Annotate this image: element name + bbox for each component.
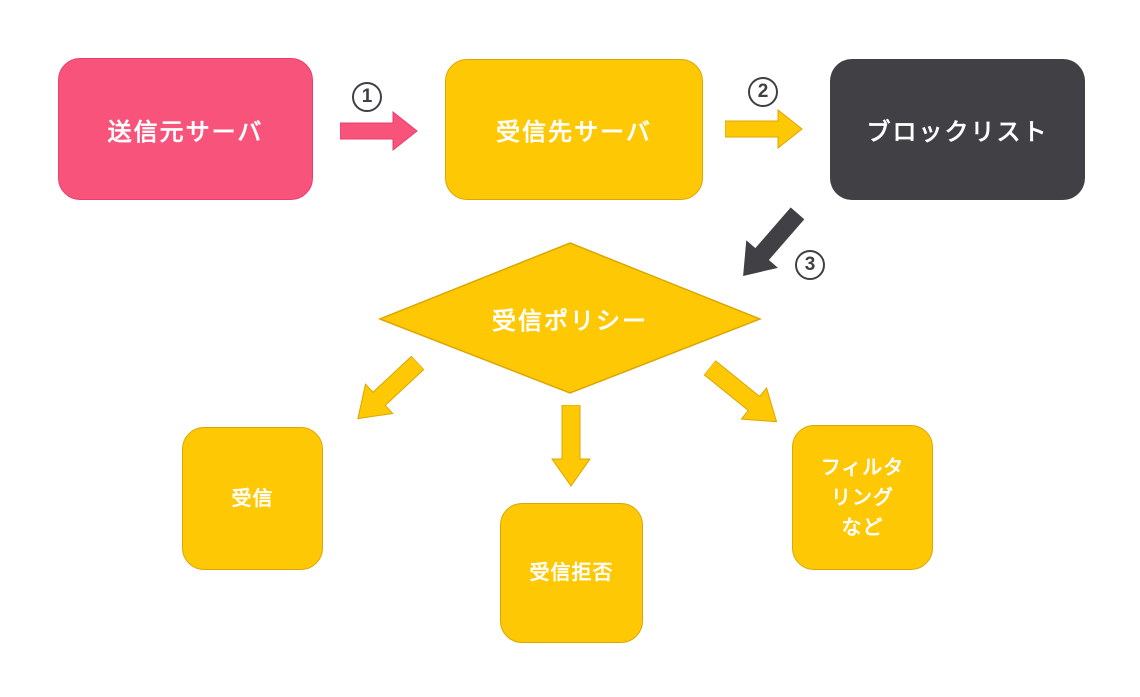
- node-reception-policy: 受信ポリシー: [377, 241, 763, 395]
- arrow-to-filtering-icon: [703, 359, 778, 423]
- step-2-badge: 2: [748, 77, 778, 107]
- node-accept-label: 受信: [231, 487, 274, 510]
- node-source-server: 送信元サーバ: [58, 58, 313, 200]
- node-destination-server-label: 受信先サーバ: [496, 119, 652, 146]
- node-accept: 受信: [182, 427, 323, 570]
- node-destination-server: 受信先サーバ: [445, 59, 703, 200]
- arrow-to-reject-icon: [551, 405, 591, 487]
- step-1-number: 1: [361, 86, 373, 107]
- node-blocklist: ブロックリスト: [830, 59, 1085, 200]
- arrow-to-accept-icon: [357, 355, 425, 420]
- node-reject-label: 受信拒否: [529, 562, 614, 584]
- node-filtering: フィルタ リング など: [792, 425, 933, 570]
- arrow-step2-icon: [725, 109, 803, 149]
- step-2-number: 2: [757, 81, 769, 102]
- step-3-number: 3: [804, 254, 816, 275]
- step-3-badge: 3: [795, 250, 825, 280]
- node-reception-policy-label: 受信ポリシー: [492, 307, 648, 335]
- node-reject: 受信拒否: [500, 503, 643, 643]
- arrow-step1-icon: [340, 111, 418, 151]
- decision-diamond-shape: [377, 242, 763, 394]
- step-1-badge: 1: [352, 82, 382, 112]
- node-filtering-label: フィルタ リング など: [820, 456, 905, 539]
- node-source-server-label: 送信元サーバ: [107, 118, 264, 146]
- arrow-step3-icon: [743, 207, 805, 276]
- node-blocklist-label: ブロックリスト: [866, 119, 1049, 146]
